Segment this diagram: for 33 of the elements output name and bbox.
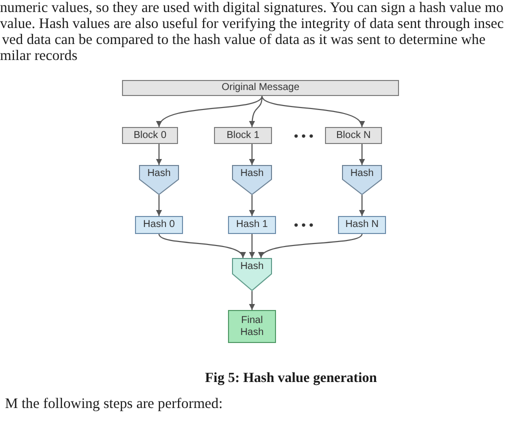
arrow (249, 96, 263, 128)
arrow (359, 144, 365, 165)
arrow (158, 96, 262, 128)
arrow (249, 234, 255, 258)
final-hash-box: Final Hash (228, 310, 276, 343)
arrow (249, 144, 255, 165)
paragraph-text: numeric values, so they are used with digital signatures. You can sign a hash value mo (0, 0, 504, 16)
arrow (260, 234, 362, 258)
paragraph-text: ved data can be compared to the hash value of data as it was sent to determine whe (2, 32, 486, 48)
figure-caption: Fig 5: Hash value generation (205, 371, 377, 387)
paragraph-text: M the following steps are performed: (5, 396, 223, 412)
message-box: Original Message (122, 80, 399, 96)
block-box: Block N (325, 127, 382, 144)
hash-function-funnel: Hash (342, 165, 382, 195)
block-box: Block 0 (122, 127, 178, 144)
hash-value-box: Hash 1 (228, 216, 276, 234)
paragraph-text: value. Hash values are also useful for verifying the integrity of data sent through insec (0, 16, 504, 32)
arrow (158, 234, 244, 258)
arrow (249, 291, 255, 310)
paragraph-text: milar records (0, 48, 78, 64)
arrow (359, 195, 365, 216)
arrow (262, 96, 363, 128)
hash-function-funnel: Hash (232, 258, 272, 291)
arrow (249, 195, 255, 216)
arrow (156, 195, 162, 216)
arrow (156, 144, 162, 165)
hash-function-funnel: Hash (232, 165, 272, 195)
hash-value-box: Hash 0 (135, 216, 183, 234)
ellipsis: • • • (294, 217, 314, 233)
hash-function-funnel: Hash (139, 165, 179, 195)
block-box: Block 1 (214, 127, 272, 144)
ellipsis: • • • (294, 128, 314, 144)
hash-value-box: Hash N (338, 216, 386, 234)
